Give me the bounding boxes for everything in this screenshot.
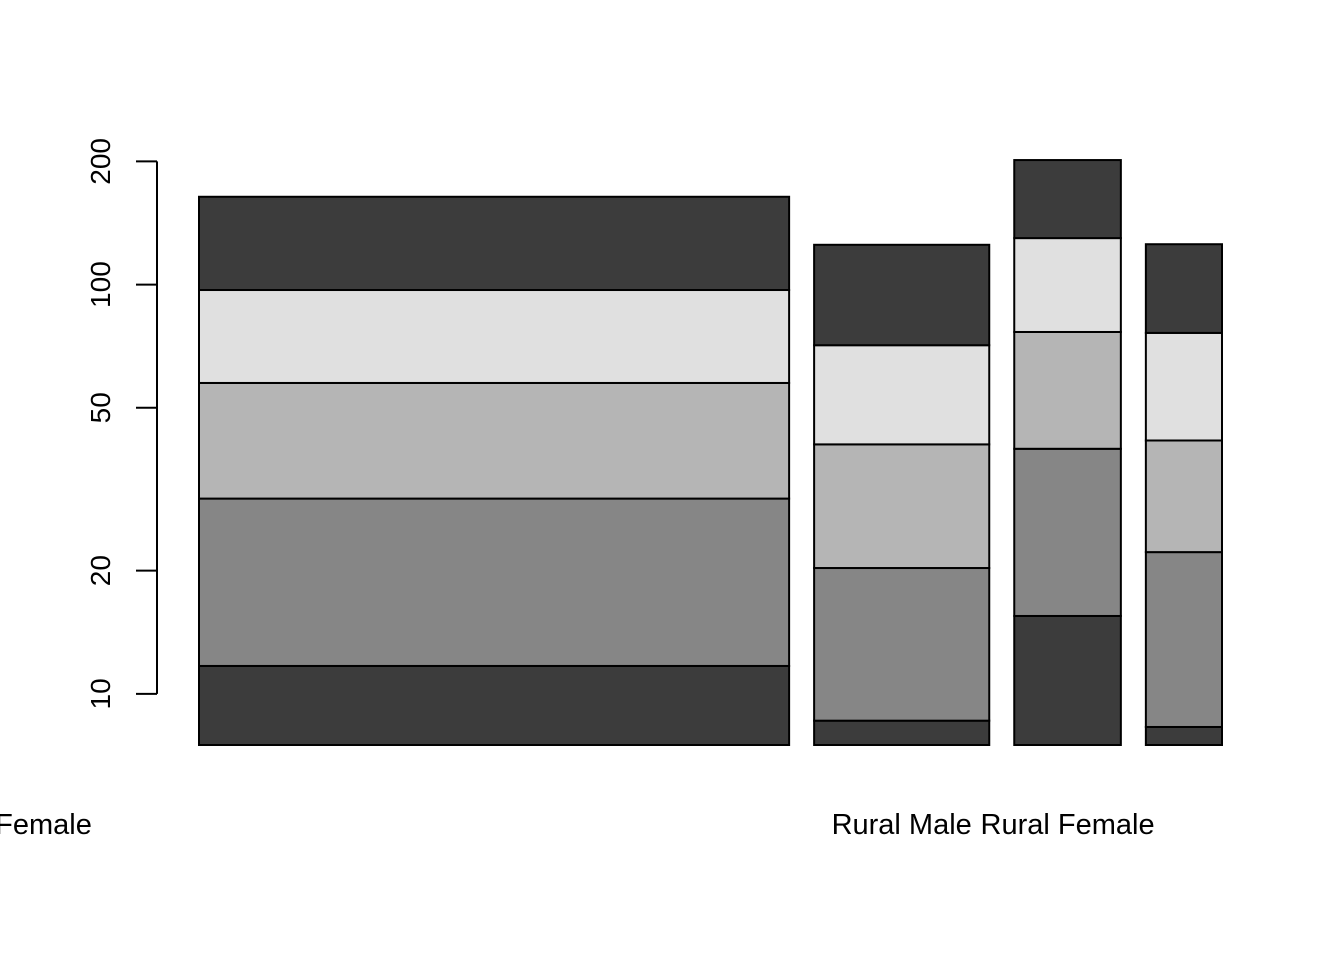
x-category-label: Rural Male (832, 809, 972, 841)
bar-1-segment-2 (198, 497, 791, 667)
bar-2-segment-5 (813, 243, 991, 347)
bar-1-segment-3 (198, 381, 791, 500)
y-tick-label: 20 (85, 555, 116, 586)
y-axis: 10 20 50 100 200 (85, 138, 158, 709)
bar-4-segment-3 (1144, 439, 1223, 554)
bar-2-segment-4 (813, 344, 991, 446)
x-axis-labels: Rural Male Rural Female Urban Female (0, 809, 1155, 841)
bar-4-segment-4 (1144, 331, 1223, 442)
bar-3-segment-5 (1013, 159, 1122, 240)
bar-1-segment-5 (198, 195, 791, 292)
bar-4-segment-2 (1144, 551, 1223, 728)
bar-1-segment-1 (198, 664, 791, 747)
bar-3-segment-3 (1013, 330, 1122, 450)
bar-3-segment-2 (1013, 447, 1122, 617)
bar-1-segment-4 (198, 289, 791, 384)
bar-3-segment-4 (1013, 237, 1122, 333)
bar-4-segment-5 (1144, 243, 1223, 334)
bar-2-segment-2 (813, 567, 991, 722)
x-category-label: Rural Female (981, 809, 1155, 841)
x-category-label: Urban Female (0, 809, 92, 841)
bar-4-segment-1 (1144, 725, 1223, 746)
bar-2-segment-1 (813, 719, 991, 746)
bar-3-segment-1 (1013, 614, 1122, 746)
y-tick-label: 100 (85, 261, 116, 308)
bars-group (198, 159, 1223, 747)
y-tick-label: 200 (85, 138, 116, 185)
bar-2-segment-3 (813, 443, 991, 570)
y-tick-label: 50 (85, 392, 116, 423)
y-tick-label: 10 (85, 678, 116, 709)
